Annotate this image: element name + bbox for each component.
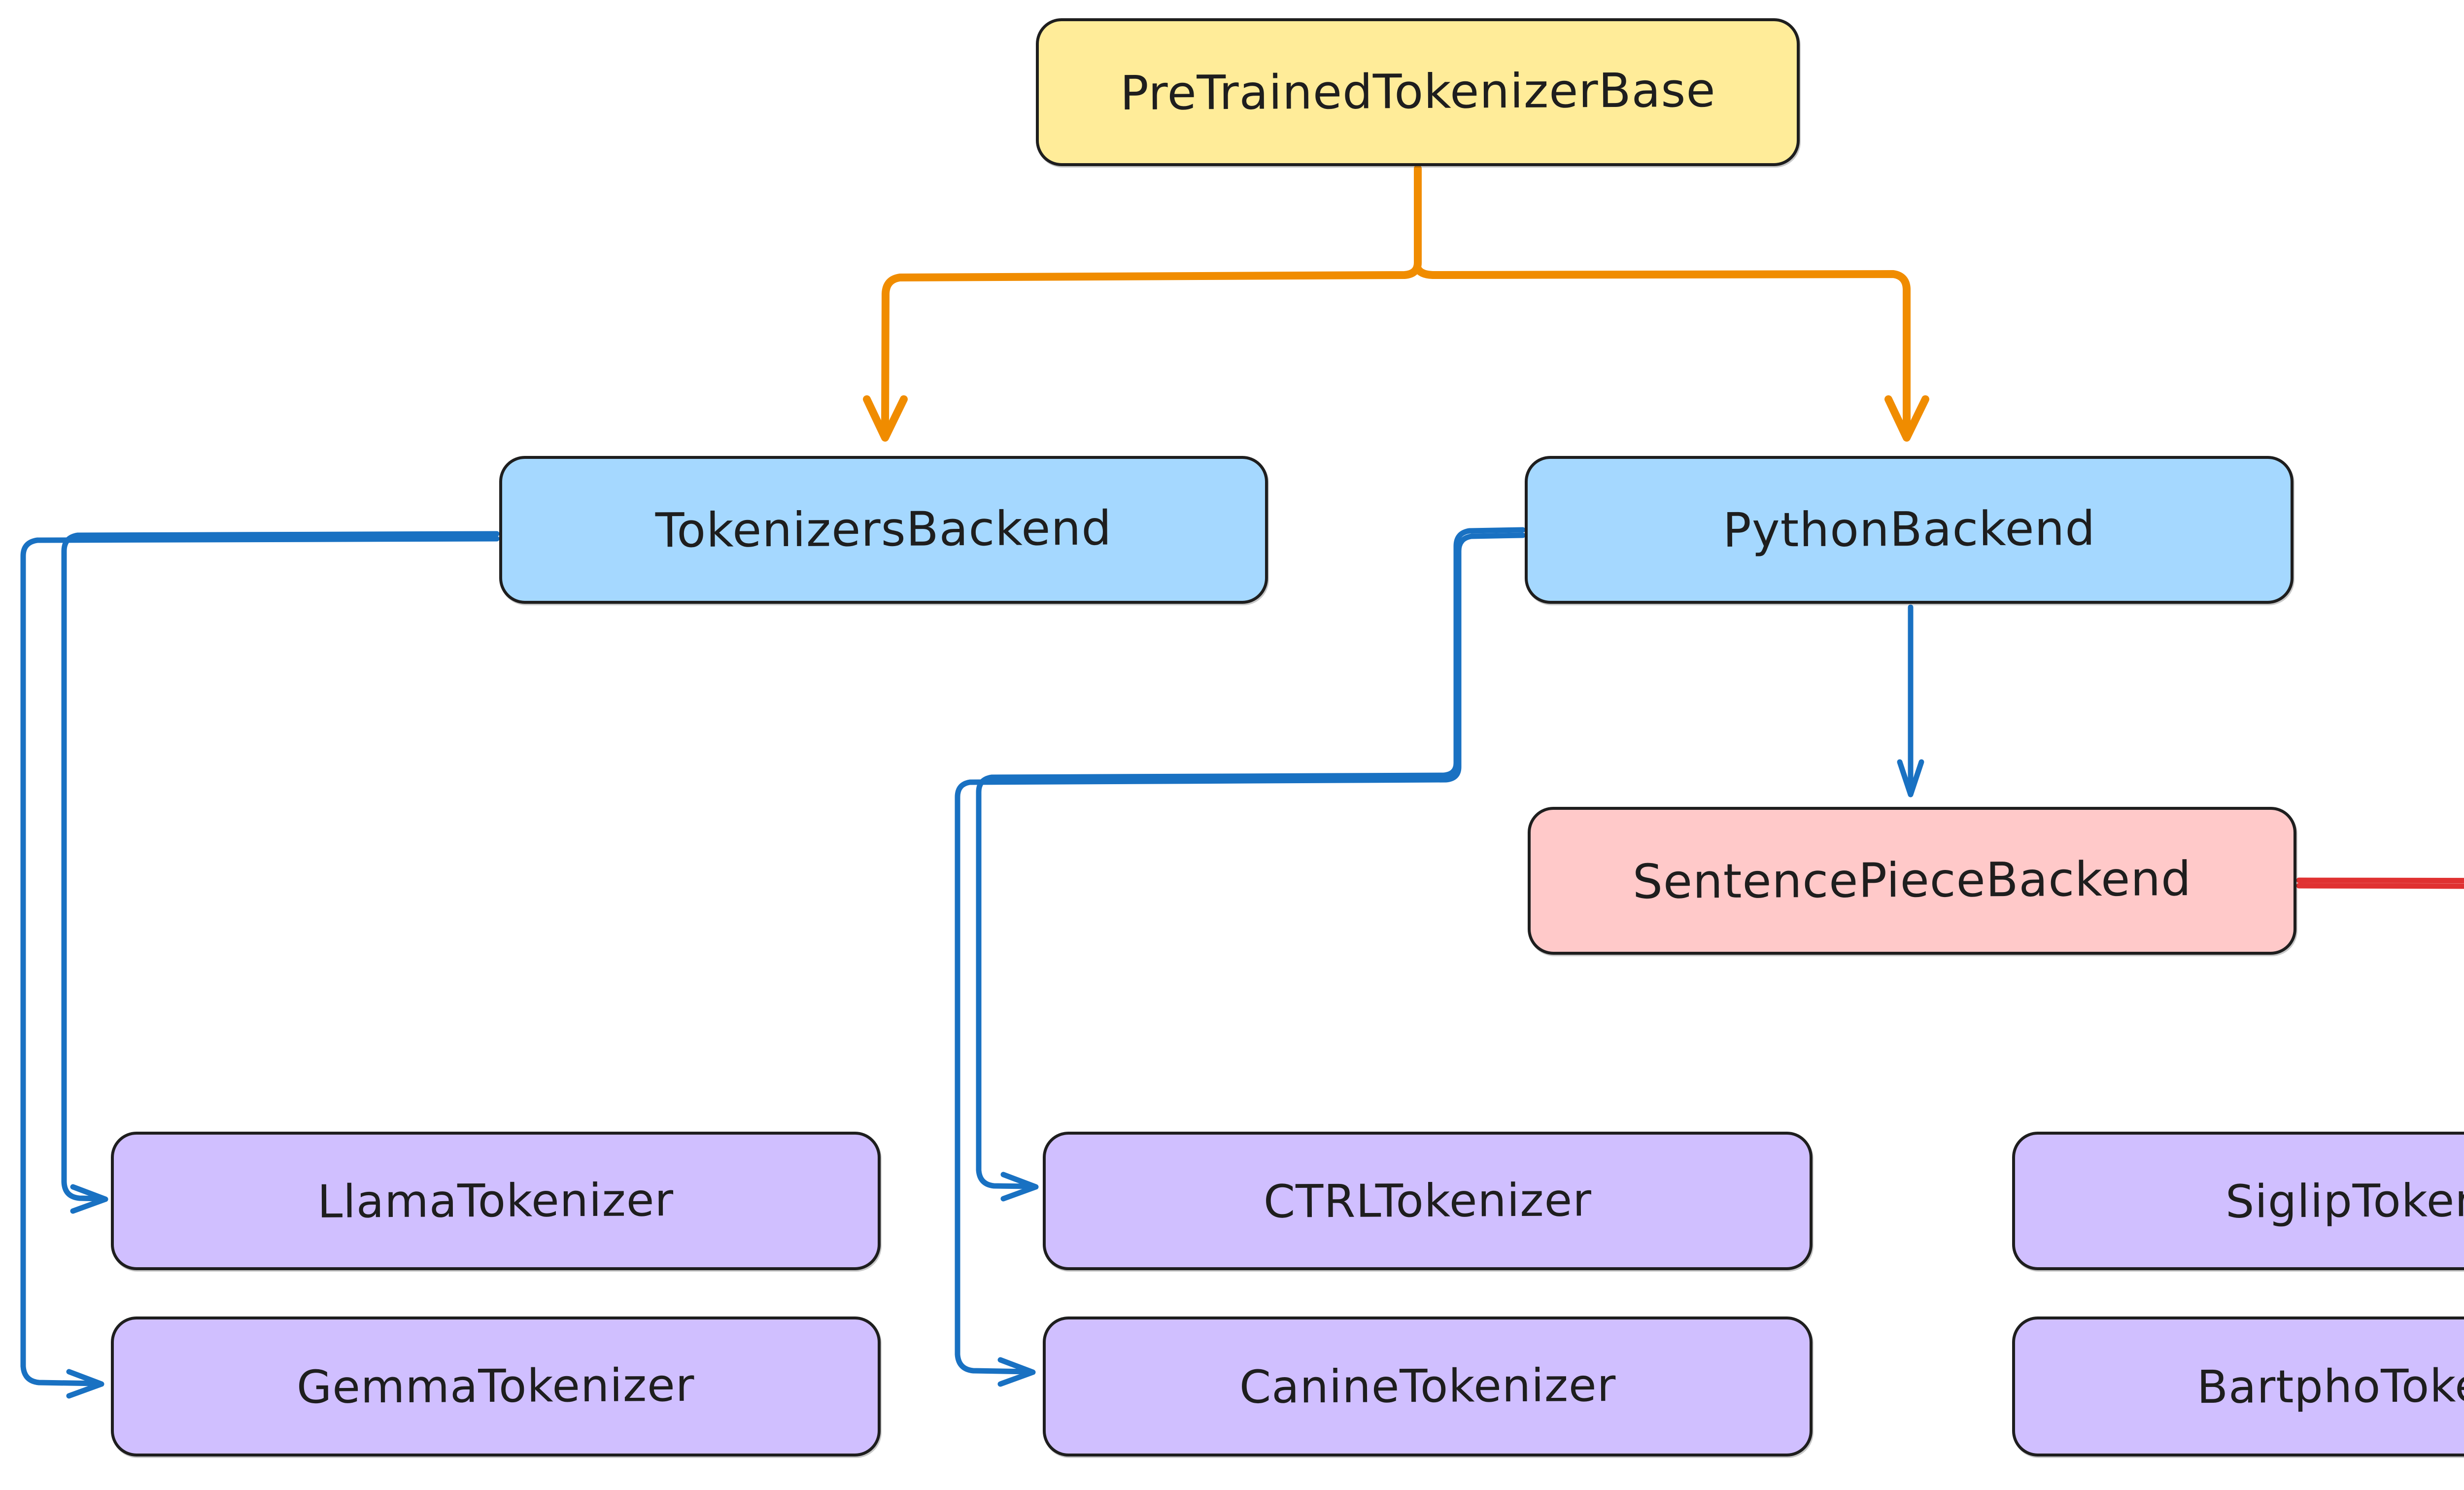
node-tokenizers-backend: TokenizersBackend [499,456,1268,604]
node-label: GemmaTokenizer [296,1359,695,1414]
node-pretrained-tokenizer-base: PreTrainedTokenizerBase [1036,18,1800,166]
node-label: PythonBackend [1722,501,2096,558]
edge-pretrainedtokenizerbase-pythonbackend [1414,265,1929,442]
node-sentencepiece-backend: SentencePieceBackend [1528,807,2296,955]
edge-pythonbackend-ctrltokenizer [976,527,1526,1202]
node-label: CanineTokenizer [1239,1359,1616,1414]
node-ctrl-tokenizer: CTRLTokenizer [1043,1132,1813,1270]
node-gemma-tokenizer: GemmaTokenizer [111,1317,881,1456]
node-canine-tokenizer: CanineTokenizer [1043,1317,1813,1456]
node-label: BartphoTokenizer [2196,1359,2464,1414]
edge-pretrainedtokenizerbase-tokenizersbackend [863,165,1422,442]
node-label: PreTrainedTokenizerBase [1120,63,1716,121]
node-siglip-tokenizer: SiglipTokenizer [2012,1132,2464,1270]
node-label: CTRLTokenizer [1263,1174,1592,1228]
node-python-backend: PythonBackend [1525,456,2293,604]
edge-tokenizersbackend-llamatokenizer [61,531,500,1214]
node-llama-tokenizer: LlamaTokenizer [111,1132,881,1270]
node-label: LlamaTokenizer [317,1174,674,1228]
edge-pythonbackend-sentencepiecebackend [1897,604,1924,797]
node-label: SentencePieceBackend [1632,851,2192,910]
node-label: TokenizersBackend [655,500,1112,558]
node-label: SiglipTokenizer [2225,1174,2464,1228]
node-bartpho-tokenizer: BartphoTokenizer [2012,1317,2464,1456]
